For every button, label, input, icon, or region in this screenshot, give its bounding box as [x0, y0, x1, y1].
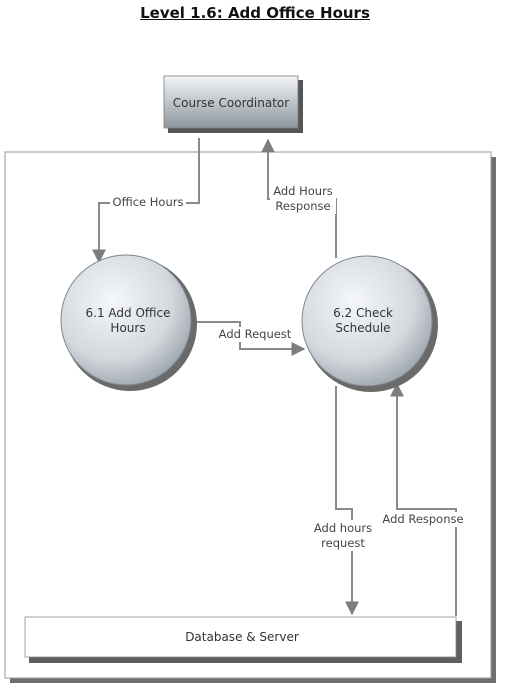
data-store: Database & Server: [24, 616, 462, 663]
process-6-2: 6.2 Check Schedule: [301, 255, 438, 392]
process-6-1-label-line1: 6.1 Add Office: [86, 306, 171, 320]
diagram-title: Level 1.6: Add Office Hours: [140, 4, 370, 22]
flow-label-add-hours-request-line2: request: [321, 536, 365, 550]
course-coordinator-label: Course Coordinator: [173, 96, 289, 110]
flow-add-response: [390, 382, 457, 616]
flow-label-add-request: Add Request: [219, 327, 292, 341]
flow-add-hours-request: [335, 386, 359, 616]
course-coordinator-entity: Course Coordinator: [163, 75, 303, 133]
flow-label-office-hours: Office Hours: [113, 195, 184, 209]
process-6-2-label-line2: Schedule: [335, 321, 390, 335]
process-6-1-label-line2: Hours: [110, 321, 145, 335]
flow-label-add-hours-response-line1: Add Hours: [273, 184, 333, 198]
process-6-1: 6.1 Add Office Hours: [60, 254, 197, 391]
system-boundary: [4, 151, 496, 683]
flow-label-add-hours-request-line1: Add hours: [314, 521, 372, 535]
flow-label-add-hours-response-line2: Response: [275, 199, 330, 213]
process-6-2-label-line1: 6.2 Check: [333, 306, 393, 320]
data-store-label: Database & Server: [185, 630, 299, 644]
flow-label-add-response: Add Response: [382, 512, 463, 526]
